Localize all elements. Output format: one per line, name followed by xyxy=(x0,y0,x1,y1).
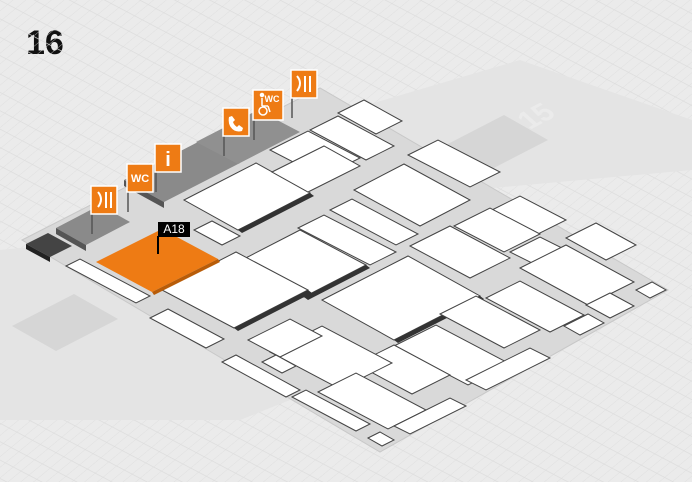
info-sign: i xyxy=(154,143,182,192)
restaurant-icon xyxy=(97,191,112,208)
restaurant-icon xyxy=(296,75,311,92)
restaurant-sign-right xyxy=(290,69,318,118)
wc-sign: WC xyxy=(126,163,154,212)
restaurant-sign-left xyxy=(90,185,118,234)
wheelchair-icon xyxy=(258,92,271,116)
wc-icon: WC xyxy=(131,173,149,185)
info-icon: i xyxy=(165,149,171,171)
phone-icon xyxy=(228,116,243,132)
booth-a18-edge xyxy=(152,259,220,295)
accessible-wc-sign: WC xyxy=(252,89,284,140)
booth-flag: A18 xyxy=(157,222,190,254)
booth-a18[interactable] xyxy=(96,229,218,292)
booth-blocks xyxy=(64,99,668,447)
phone-sign xyxy=(222,107,250,156)
booth-label: A18 xyxy=(163,222,185,236)
booth-flag-bg xyxy=(158,222,190,237)
accessible-wc-text: WC xyxy=(265,94,280,104)
